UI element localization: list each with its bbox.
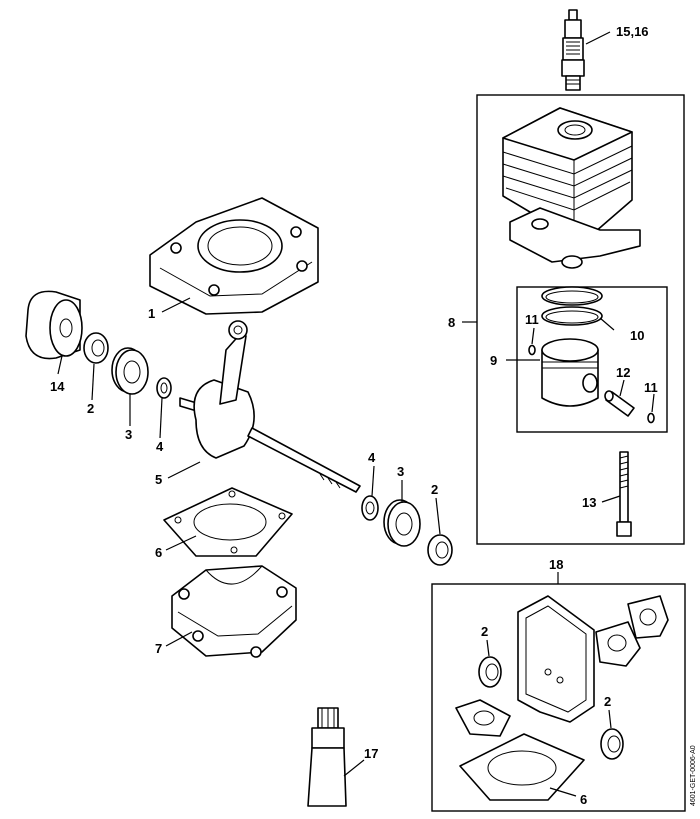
callout-18: 18 <box>549 557 563 572</box>
callout-3-left: 3 <box>125 427 132 442</box>
washer-right[interactable] <box>361 495 379 521</box>
cylinder-screw[interactable] <box>616 451 632 537</box>
gasket-set-crankcase[interactable] <box>459 733 585 801</box>
callout-5: 5 <box>155 472 162 487</box>
ball-bearing-right[interactable] <box>383 499 421 547</box>
spark-plug[interactable] <box>561 9 585 91</box>
callout-14: 14 <box>50 379 65 394</box>
piston-rings[interactable] <box>541 286 603 326</box>
callout-6-set: 6 <box>580 792 587 807</box>
piston[interactable] <box>541 338 599 407</box>
gasket-small-1[interactable] <box>627 595 669 639</box>
clutch-drum[interactable] <box>25 290 83 360</box>
callout-3-right: 3 <box>397 464 404 479</box>
callout-4-left: 4 <box>156 439 164 454</box>
callout-13: 13 <box>582 495 596 510</box>
gasket-small-2[interactable] <box>595 621 641 667</box>
callout-2-set-right: 2 <box>604 694 611 709</box>
callout-17: 17 <box>364 746 378 761</box>
callout-11-top: 11 <box>525 312 539 327</box>
circlip-bottom[interactable] <box>647 412 655 424</box>
gasket-set-seal-2[interactable] <box>600 728 624 760</box>
callout-2-right: 2 <box>431 482 438 497</box>
callout-15-16: 15,16 <box>616 24 649 39</box>
callout-6-left: 6 <box>155 545 162 560</box>
gasket-crankcase[interactable] <box>163 487 293 557</box>
oil-seal-left[interactable] <box>83 332 109 364</box>
oil-seal-right[interactable] <box>427 534 453 566</box>
drawing-code: 4601-GET-0006-A0 <box>690 745 697 806</box>
callout-8: 8 <box>448 315 455 330</box>
gasket-small-3[interactable] <box>455 699 511 737</box>
callout-1: 1 <box>148 306 155 321</box>
callout-11-bottom: 11 <box>644 380 658 395</box>
piston-pin[interactable] <box>604 390 635 417</box>
callout-12: 12 <box>616 365 630 380</box>
crankcase-top[interactable] <box>149 197 319 315</box>
circlip-top[interactable] <box>528 344 536 356</box>
washer-left[interactable] <box>156 377 172 399</box>
callout-2-left: 2 <box>87 401 94 416</box>
callout-7: 7 <box>155 641 162 656</box>
gasket-set-plate[interactable] <box>517 595 595 723</box>
callout-9: 9 <box>490 353 497 368</box>
callout-4-right: 4 <box>368 450 376 465</box>
cylinder[interactable] <box>502 107 641 269</box>
grease-tube[interactable] <box>307 707 347 807</box>
callout-10: 10 <box>630 328 644 343</box>
cylinder-group-box <box>476 94 685 545</box>
callout-2-set-left: 2 <box>481 624 488 639</box>
ball-bearing-left[interactable] <box>111 347 149 395</box>
crankshaft[interactable] <box>179 320 361 493</box>
crankcase-bottom[interactable] <box>171 565 297 658</box>
gasket-set-seal-1[interactable] <box>478 656 502 688</box>
leader-lines <box>57 31 655 797</box>
